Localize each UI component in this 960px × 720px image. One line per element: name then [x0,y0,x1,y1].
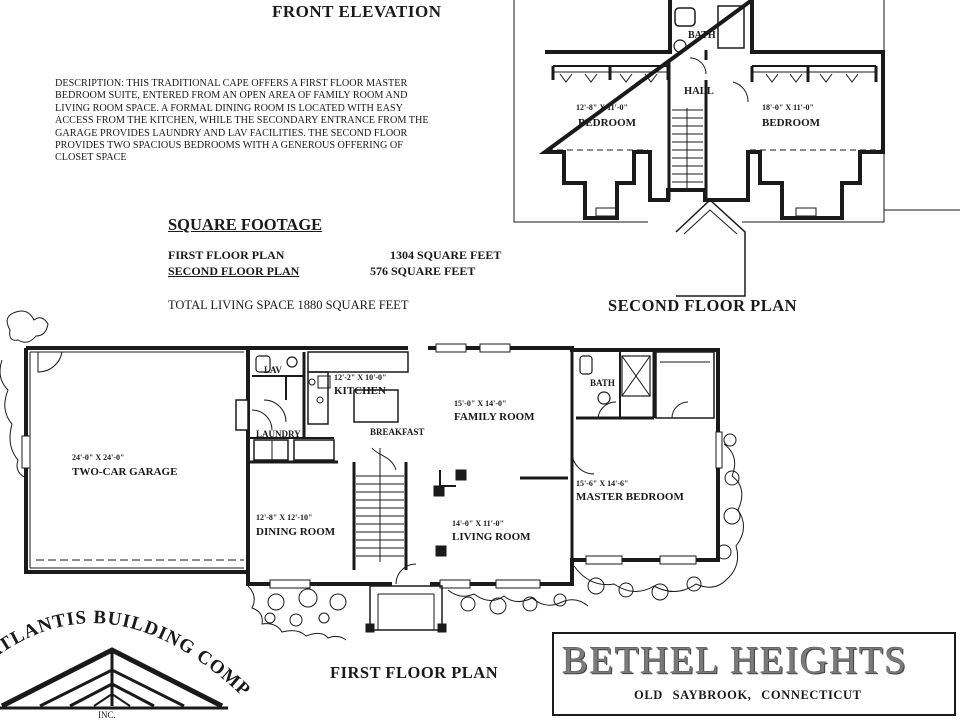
company-name-arc: ATLANTIS BUILDING COMPANY INC. [0,600,250,720]
garage-label: 24'-0" X 24'-0" TWO-CAR GARAGE [72,452,177,478]
family-room-label: 15'-0" X 14'-0" FAMILY ROOM [454,398,535,423]
kitchen-dimensions: 12'-2" X 10'-0" [334,373,387,382]
family-room-dimensions: 15'-0" X 14'-0" [454,399,507,408]
bedroom-right-dimensions: 18'-0" X 11'-0" [762,103,814,112]
kitchen-label: 12'-2" X 10'-0" KITCHEN [334,372,386,397]
master-bedroom-name: MASTER BEDROOM [576,491,684,503]
master-bath-label: BATH [590,378,615,388]
second-floor-plan [513,0,960,297]
breakfast-label: BREAKFAST [370,427,425,437]
family-room-name: FAMILY ROOM [454,411,535,423]
first-floor-plan-heading: FIRST FLOOR PLAN [330,663,499,682]
lav-label: LAV [264,365,282,375]
total-living-space: TOTAL LIVING SPACE 1880 SQUARE FEET [168,298,409,312]
project-location: OLD SAYBROOK, CONNECTICUT [634,688,862,702]
second-floor-sqft-value: 576 SQUARE FEET [370,264,476,278]
laundry-label: LAUNDRY [256,429,301,439]
first-floor-sqft-label: FIRST FLOOR PLAN [168,248,285,262]
master-bedroom-label: 15'-6" X 14'-6" MASTER BEDROOM [576,478,684,503]
svg-text:ATLANTIS BUILDING COMPANY: ATLANTIS BUILDING COMPANY [0,600,250,701]
second-floor-bath-label: BATH [688,30,716,41]
garage-name: TWO-CAR GARAGE [72,466,178,478]
project-name: BETHEL HEIGHTS [562,639,908,682]
second-floor-plan-heading: SECOND FLOOR PLAN [608,296,798,315]
bedroom-left-label: 12'-8" X 11'-0" BEDROOM [576,102,636,129]
dining-room-label: 12'-8" X 12'-10" DINING ROOM [256,512,335,538]
company-inc: INC. [98,710,116,720]
second-floor-sqft-label: SECOND FLOOR PLAN [168,264,300,278]
first-floor-plan [21,343,723,633]
project-title-box [552,632,956,716]
dining-room-name: DINING ROOM [256,526,336,538]
bedroom-right-label: 18'-0" X 11'-0" BEDROOM [762,102,820,129]
living-room-label: 14'-0" X 11'-0" LIVING ROOM [452,518,531,543]
bedroom-left-name: BEDROOM [578,117,637,129]
garage-dimensions: 24'-0" X 24'-0" [72,453,125,462]
second-floor-sqft-row: SECOND FLOOR PLAN 576 SQUARE FEET [168,264,475,279]
master-bedroom-dimensions: 15'-6" X 14'-6" [576,479,629,488]
first-floor-sqft-row: FIRST FLOOR PLAN 1304 SQUARE FEET [168,248,501,263]
dining-room-dimensions: 12'-8" X 12'-10" [256,513,313,522]
company-name: ATLANTIS BUILDING COMPANY [0,600,250,701]
hall-label: HALL [684,86,714,97]
bedroom-left-dimensions: 12'-8" X 11'-0" [576,103,628,112]
square-footage-heading: SQUARE FOOTAGE [168,215,323,234]
kitchen-name: KITCHEN [334,385,386,397]
living-room-name: LIVING ROOM [452,531,531,543]
landscaping [0,310,744,641]
description-text: DESCRIPTION: THIS TRADITIONAL CAPE OFFER… [55,78,429,164]
living-room-dimensions: 14'-0" X 11'-0" [452,519,504,528]
bedroom-right-name: BEDROOM [762,117,821,129]
front-elevation-heading: FRONT ELEVATION [272,2,442,21]
company-logo [0,647,228,710]
first-floor-sqft-value: 1304 SQUARE FEET [390,248,502,262]
